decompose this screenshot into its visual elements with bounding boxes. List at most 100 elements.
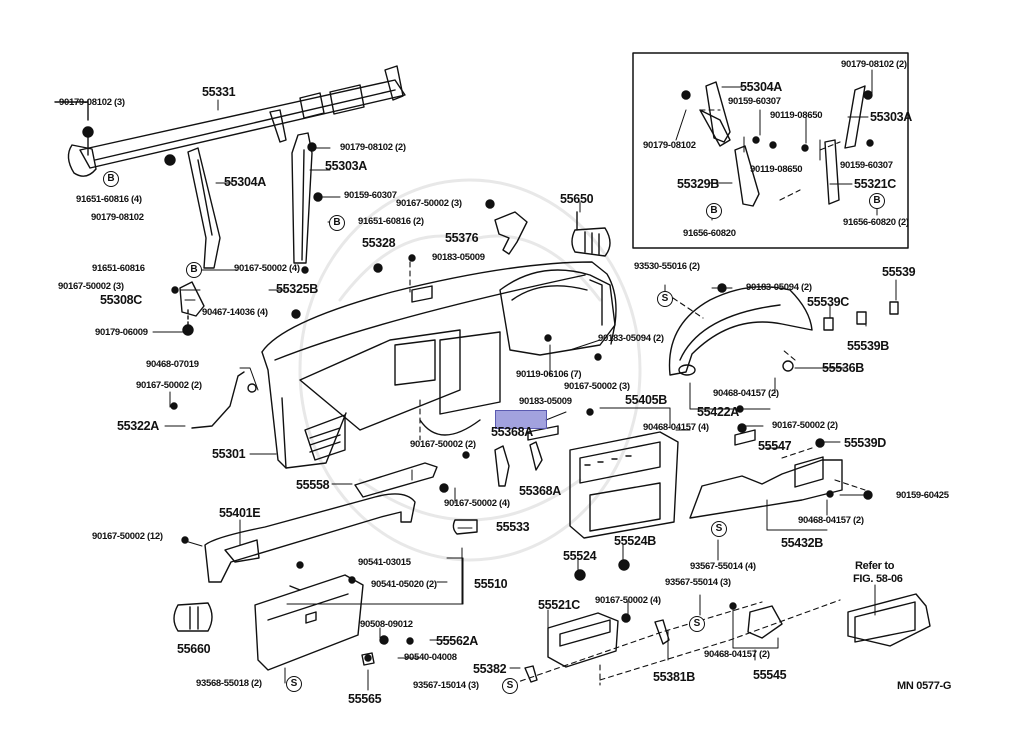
part-label[interactable]: 90179-08102 (91, 212, 144, 223)
inset-part-label[interactable]: 90159-60307 (840, 160, 893, 171)
part-label[interactable]: 90467-14036 (4) (202, 307, 268, 318)
part-label[interactable]: 55650 (560, 192, 594, 206)
part-label[interactable]: 90183-05094 (2) (746, 282, 812, 293)
vent-55660 (173, 602, 213, 632)
part-label[interactable]: 90159-60307 (344, 190, 397, 201)
part-label[interactable]: 55376 (445, 231, 479, 245)
part-label[interactable]: 90167-50002 (12) (92, 531, 163, 542)
part-label[interactable]: 90167-50002 (3) (564, 381, 630, 392)
part-label[interactable]: 90468-07019 (146, 359, 199, 370)
part-label[interactable]: 55401E (219, 506, 261, 520)
part-label[interactable]: 91651-60816 (4) (76, 194, 142, 205)
part-label[interactable]: 90468-04157 (4) (643, 422, 709, 433)
part-label[interactable]: 90468-04157 (2) (704, 649, 770, 660)
part-label[interactable]: 55322A (117, 419, 159, 433)
bracket-55368a (527, 425, 559, 441)
cover-55545 (747, 605, 783, 639)
part-label[interactable]: 90167-50002 (4) (595, 595, 661, 606)
part-label[interactable]: 55510 (474, 577, 508, 591)
fasteners (170, 192, 873, 662)
part-label[interactable]: 90167-50002 (2) (410, 439, 476, 450)
part-label[interactable]: 55660 (177, 642, 211, 656)
screw-s-symbol: S (286, 676, 302, 692)
part-label[interactable]: 90167-50002 (2) (772, 420, 838, 431)
part-label[interactable]: 93568-55018 (2) (196, 678, 262, 689)
part-label[interactable]: 90183-05094 (2) (598, 333, 664, 344)
part-label[interactable]: 55328 (362, 236, 396, 250)
part-label[interactable]: 55539C (807, 295, 849, 309)
inset-part-label[interactable]: 55304A (740, 80, 782, 94)
screw-s-symbol: S (711, 521, 727, 537)
part-label[interactable]: 55331 (202, 85, 236, 99)
part-label[interactable]: 55422A (697, 405, 739, 419)
part-label[interactable]: 90468-04157 (2) (798, 515, 864, 526)
part-label[interactable]: 55308C (100, 293, 142, 307)
part-label[interactable]: 55368A (491, 425, 533, 439)
part-label[interactable]: 93567-15014 (3) (413, 680, 479, 691)
part-label[interactable]: 93567-55014 (3) (665, 577, 731, 588)
inset-part-label[interactable]: 90179-08102 (643, 140, 696, 151)
part-label[interactable]: 55325B (276, 282, 318, 296)
part-label[interactable]: 55405B (625, 393, 667, 407)
inset-part-label[interactable]: 90159-60307 (728, 96, 781, 107)
part-label[interactable]: 90167-50002 (3) (396, 198, 462, 209)
part-label[interactable]: 55304A (224, 175, 266, 189)
part-label[interactable]: 90167-50002 (2) (136, 380, 202, 391)
inset-part-label[interactable]: 55303A (870, 110, 912, 124)
screw-s-symbol: S (689, 616, 705, 632)
brace-55304a (187, 147, 221, 269)
part-label[interactable]: 55539D (844, 436, 886, 450)
inset-part-label[interactable]: 55329B (677, 177, 719, 191)
part-label[interactable]: 90179-08102 (3) (59, 97, 125, 108)
part-label[interactable]: 90167-50002 (3) (58, 281, 124, 292)
inset-part-label[interactable]: 91656-60820 (2) (843, 217, 909, 228)
part-label[interactable]: 93567-55014 (4) (690, 561, 756, 572)
inset-part-label[interactable]: 90179-08102 (2) (841, 59, 907, 70)
part-label[interactable]: 90508-09012 (360, 619, 413, 630)
inset-part-label[interactable]: 90119-08650 (750, 164, 803, 175)
part-label[interactable]: 55539B (847, 339, 889, 353)
part-label[interactable]: 90179-08102 (2) (340, 142, 406, 153)
bolt-b-symbol: B (869, 193, 885, 209)
inset-part-label[interactable]: 91656-60820 (683, 228, 736, 239)
part-label[interactable]: 55547 (758, 439, 792, 453)
part-label[interactable]: 55381B (653, 670, 695, 684)
part-label[interactable]: 55524B (614, 534, 656, 548)
part-label[interactable]: 55382 (473, 662, 507, 676)
part-label[interactable]: 55558 (296, 478, 330, 492)
part-label[interactable]: 55524 (563, 549, 597, 563)
part-label[interactable]: 90179-06009 (95, 327, 148, 338)
part-label[interactable]: 90468-04157 (2) (713, 388, 779, 399)
part-label[interactable]: 55301 (212, 447, 246, 461)
part-label[interactable]: 90119-06106 (7) (516, 369, 582, 380)
part-label[interactable]: 55533 (496, 520, 530, 534)
part-label[interactable]: 55521C (538, 598, 580, 612)
part-label[interactable]: 90541-03015 (358, 557, 411, 568)
part-label[interactable]: 91651-60816 (92, 263, 145, 274)
part-label[interactable]: 90540-04008 (404, 652, 457, 663)
cover-55533 (452, 519, 478, 535)
part-label[interactable]: 90183-05009 (519, 396, 572, 407)
part-label[interactable]: 55368A (519, 484, 561, 498)
inset-part-label[interactable]: 55321C (854, 177, 896, 191)
part-label[interactable]: 55303A (325, 159, 367, 173)
cluster-hood-55422a (668, 286, 813, 376)
clip-55539c (823, 317, 834, 331)
part-label[interactable]: 90167-50002 (4) (444, 498, 510, 509)
inset-part-label[interactable]: 90119-08650 (770, 110, 823, 121)
part-highlight[interactable] (495, 410, 547, 429)
part-label[interactable]: 91651-60816 (2) (358, 216, 424, 227)
part-label[interactable]: 90183-05009 (432, 252, 485, 263)
part-label[interactable]: 55539 (882, 265, 916, 279)
part-label[interactable]: 93530-55016 (2) (634, 261, 700, 272)
part-label[interactable]: 90159-60425 (896, 490, 949, 501)
reference-note-line2[interactable]: FIG. 58-06 (853, 573, 903, 585)
part-label[interactable]: 55562A (436, 634, 478, 648)
part-label[interactable]: 55545 (753, 668, 787, 682)
inset-parts (681, 81, 874, 207)
part-label[interactable]: 90541-05020 (2) (371, 579, 437, 590)
part-label[interactable]: 90167-50002 (4) (234, 263, 300, 274)
part-label[interactable]: 55432B (781, 536, 823, 550)
part-label[interactable]: 55536B (822, 361, 864, 375)
part-label[interactable]: 55565 (348, 692, 382, 706)
